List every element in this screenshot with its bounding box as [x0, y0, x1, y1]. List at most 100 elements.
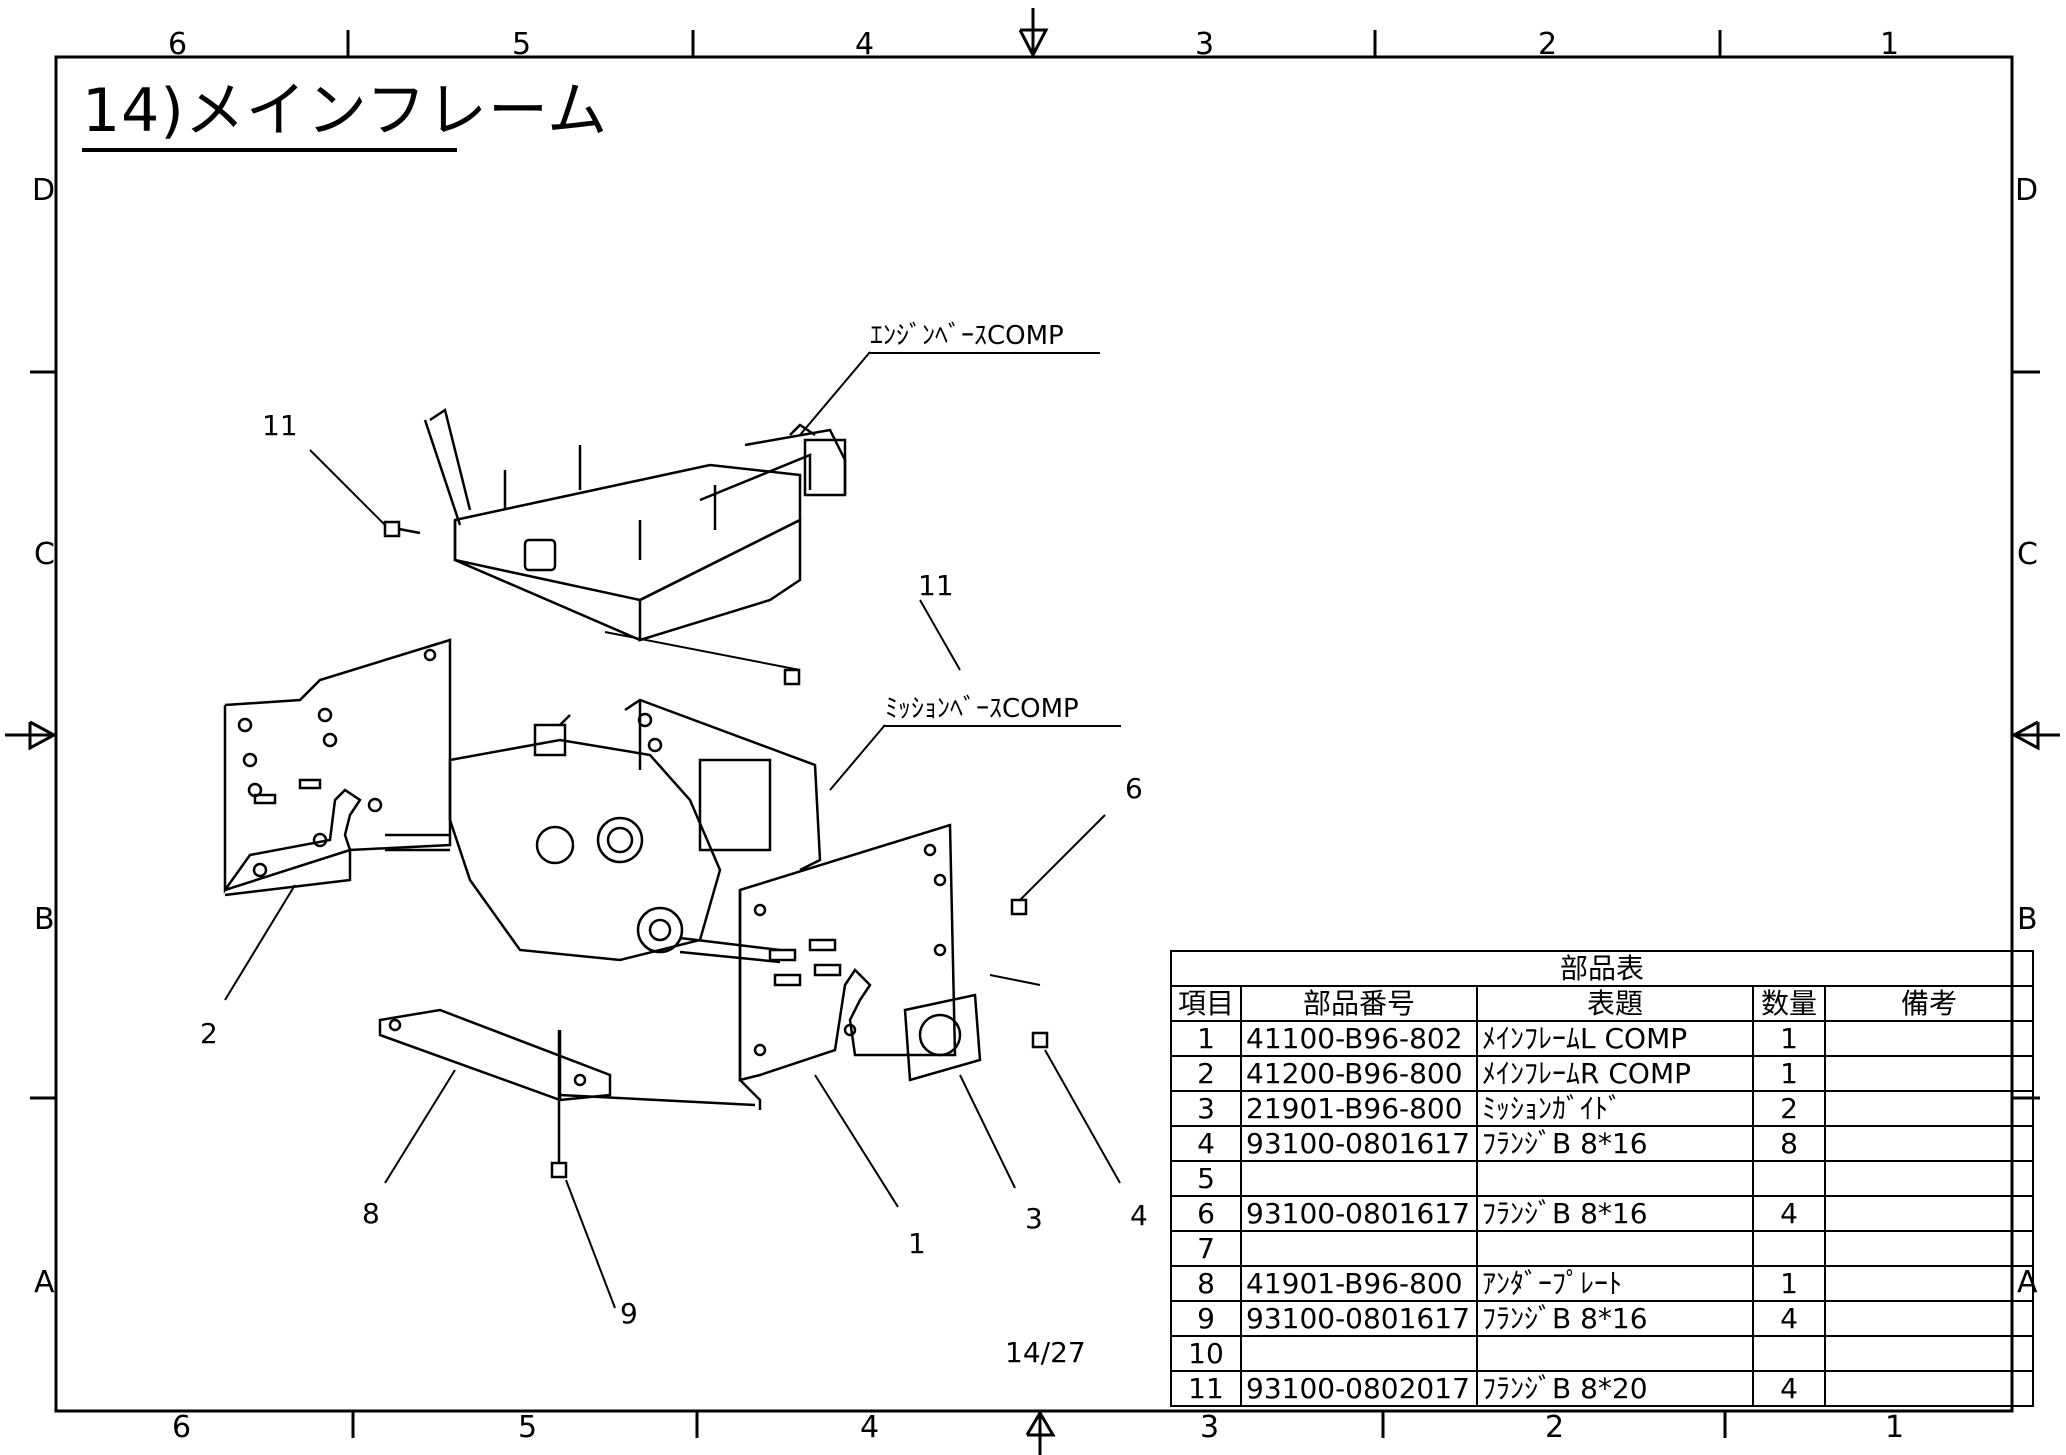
- cell-item-no: 6: [1170, 1195, 1242, 1232]
- col-header-note: 備考: [1824, 985, 2034, 1022]
- cell-description: ﾌﾗﾝｼﾞB 8*16: [1476, 1300, 1754, 1337]
- cell-quantity: [1752, 1230, 1826, 1267]
- zone-bottom-4: 4: [860, 1410, 880, 1445]
- cell-item-no: 3: [1170, 1090, 1242, 1127]
- zone-bottom-5: 5: [518, 1410, 538, 1445]
- cell-note: [1824, 1265, 2034, 1302]
- cell-description: [1476, 1335, 1754, 1372]
- item-label-11a: 11: [262, 409, 298, 442]
- cell-part-number: 41901-B96-800: [1240, 1265, 1478, 1302]
- cell-note: [1824, 1195, 2034, 1232]
- cell-item-no: 5: [1170, 1160, 1242, 1197]
- zone-right-d: D: [2015, 173, 2039, 208]
- cell-quantity: 4: [1752, 1195, 1826, 1232]
- cell-note: [1824, 1335, 2034, 1372]
- zone-bottom-2: 2: [1545, 1410, 1565, 1445]
- col-header-part: 部品番号: [1240, 985, 1478, 1022]
- zone-bottom-3: 3: [1200, 1410, 1220, 1445]
- main-frame-l-art: [738, 823, 957, 1110]
- cell-part-number: 93100-0801617: [1240, 1125, 1478, 1162]
- item-label-1: 1: [908, 1227, 926, 1260]
- mission-guide-art: [903, 993, 982, 1082]
- cell-quantity: [1752, 1335, 1826, 1372]
- zone-left-a: A: [34, 1265, 55, 1300]
- leader-lines: [224, 449, 1121, 1309]
- cell-note: [1824, 1160, 2034, 1197]
- cell-quantity: 1: [1752, 1265, 1826, 1302]
- zone-bottom-6: 6: [172, 1410, 192, 1445]
- cell-item-no: 1: [1170, 1020, 1242, 1057]
- zone-top-1: 1: [1880, 27, 1900, 62]
- cell-quantity: 1: [1752, 1020, 1826, 1057]
- cell-part-number: 41200-B96-800: [1240, 1055, 1478, 1092]
- cell-description: ﾒｲﾝﾌﾚｰﾑL COMP: [1476, 1020, 1754, 1057]
- cell-part-number: 93100-0802017: [1240, 1370, 1478, 1407]
- cell-quantity: 4: [1752, 1300, 1826, 1337]
- zone-left-c: C: [34, 537, 55, 572]
- cell-note: [1824, 1230, 2034, 1267]
- cell-part-number: [1240, 1335, 1478, 1372]
- zone-right-c: C: [2017, 537, 2038, 572]
- cell-part-number: 41100-B96-802: [1240, 1020, 1478, 1057]
- cell-description: ﾌﾗﾝｼﾞB 8*16: [1476, 1195, 1754, 1232]
- parts-list-title-row: 部品表: [1170, 950, 2034, 987]
- cell-item-no: 11: [1170, 1370, 1242, 1407]
- table-row: 10: [1170, 1335, 2034, 1372]
- cell-note: [1824, 1300, 2034, 1337]
- col-header-desc: 表題: [1476, 985, 1754, 1022]
- parts-list-header-row: 項目 部品番号 表題 数量 備考: [1170, 985, 2034, 1022]
- cell-note: [1824, 1055, 2034, 1092]
- cell-description: ｱﾝﾀﾞｰﾌﾟﾚｰﾄ: [1476, 1265, 1754, 1302]
- cell-part-number: [1240, 1160, 1478, 1197]
- cell-quantity: 1: [1752, 1055, 1826, 1092]
- cell-note: [1824, 1020, 2034, 1057]
- transmission-art: [385, 714, 781, 964]
- cell-description: [1476, 1230, 1754, 1267]
- cell-item-no: 10: [1170, 1335, 1242, 1372]
- parts-list-title: 部品表: [1170, 950, 2034, 987]
- cell-item-no: 8: [1170, 1265, 1242, 1302]
- zone-right-b: B: [2017, 902, 2038, 937]
- item-label-9: 9: [620, 1297, 638, 1330]
- cell-quantity: 4: [1752, 1370, 1826, 1407]
- table-row: 7: [1170, 1230, 2034, 1267]
- item-label-3: 3: [1025, 1202, 1043, 1235]
- cell-item-no: 4: [1170, 1125, 1242, 1162]
- item-label-2: 2: [200, 1017, 218, 1050]
- cell-part-number: 93100-0801617: [1240, 1300, 1478, 1337]
- drawing-title: 14)メインフレーム: [82, 76, 609, 146]
- cell-quantity: 2: [1752, 1090, 1826, 1127]
- col-header-no: 項目: [1170, 985, 1242, 1022]
- cell-note: [1824, 1370, 2034, 1407]
- cell-item-no: 2: [1170, 1055, 1242, 1092]
- under-plate-art: [378, 1008, 756, 1107]
- zone-top-4: 4: [855, 27, 875, 62]
- cell-part-number: [1240, 1230, 1478, 1267]
- cell-item-no: 9: [1170, 1300, 1242, 1337]
- cell-description: ﾌﾗﾝｼﾞB 8*16: [1476, 1125, 1754, 1162]
- bolts-art: [383, 520, 1049, 1179]
- cell-part-number: 21901-B96-800: [1240, 1090, 1478, 1127]
- zone-top-3: 3: [1195, 27, 1215, 62]
- zone-bottom-1: 1: [1885, 1410, 1905, 1445]
- title-underline: [82, 148, 457, 152]
- callout-mission-base: ﾐｯｼｮﾝﾍﾞｰｽCOMP: [885, 694, 1079, 724]
- item-label-6: 6: [1125, 772, 1143, 805]
- callout-leaders: [799, 351, 886, 791]
- table-row: 5: [1170, 1160, 2034, 1197]
- item-label-4: 4: [1130, 1199, 1148, 1232]
- cell-description: ﾐｯｼｮﾝｶﾞｲﾄﾞ: [1476, 1090, 1754, 1127]
- item-label-11b: 11: [918, 569, 954, 602]
- cell-note: [1824, 1090, 2034, 1127]
- cell-part-number: 93100-0801617: [1240, 1195, 1478, 1232]
